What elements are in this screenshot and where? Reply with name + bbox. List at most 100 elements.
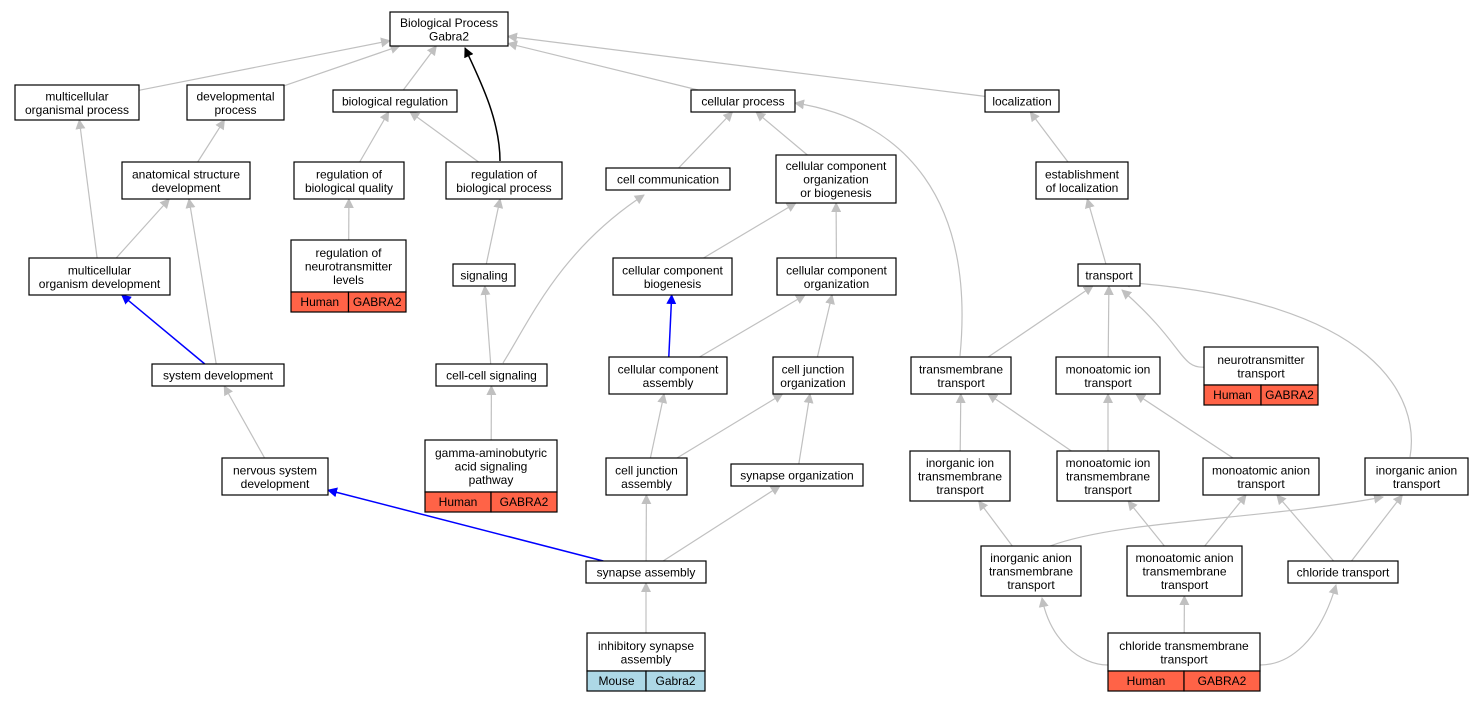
node-box — [910, 356, 1012, 395]
edge-mit-to-tr — [1103, 285, 1114, 358]
node-label-line: monoatomic anion — [1135, 551, 1233, 565]
node-br: biological regulation — [332, 89, 458, 113]
edge-ctt-to-ct — [1259, 584, 1339, 666]
edge-iatt-to-iitt — [978, 500, 1013, 547]
edge-ctt-to-iatt — [1038, 597, 1109, 666]
node-label-line: transport — [937, 376, 985, 390]
node-box — [14, 84, 140, 121]
edge-tmt-to-tr — [987, 285, 1094, 358]
node-box — [1364, 457, 1469, 496]
node-box — [605, 457, 688, 496]
node-label-line: organismal process — [25, 103, 129, 117]
node-label-line: developmental — [196, 89, 274, 103]
node-label-line: inorganic anion — [990, 551, 1071, 565]
edge-iitt-to-tmt — [955, 393, 966, 452]
edge-sa-to-so — [662, 485, 781, 562]
node-box — [1287, 560, 1399, 584]
node-label-line: monoatomic ion — [1066, 362, 1151, 376]
edge-iat-to-tr — [1120, 277, 1412, 458]
gene-cell — [347, 291, 407, 313]
node-label-line: localization — [992, 95, 1051, 109]
node-label-line: inorganic anion — [1376, 463, 1457, 477]
edge-mod-to-asd — [115, 198, 170, 259]
node-label-line: regulation of — [471, 167, 538, 181]
edge-sig-to-rbp — [485, 198, 504, 265]
gene-cell — [490, 491, 558, 513]
node-label-line: cellular component — [786, 159, 887, 173]
node-label-line: transmembrane — [919, 362, 1003, 376]
node-box — [984, 89, 1060, 113]
edge-cja-to-cca — [649, 393, 668, 459]
node-cc: cell communication — [605, 167, 731, 191]
node-label-line: development — [241, 477, 310, 491]
node-sig: signaling — [452, 263, 516, 287]
gene-cell — [1260, 384, 1319, 406]
node-box — [151, 363, 285, 387]
edge-mat-to-mit — [1135, 393, 1234, 459]
node-label-line: cell junction — [615, 463, 678, 477]
node-label-line: biological regulation — [342, 95, 448, 109]
node-label-line: establishment — [1045, 167, 1120, 181]
gene-label: GABRA2 — [500, 495, 549, 509]
node-ct: chloride transport — [1287, 560, 1399, 584]
node-label-line: Gabra2 — [429, 29, 469, 43]
node-box — [585, 560, 707, 584]
edge-eol-to-loc — [1029, 111, 1069, 163]
node-box — [730, 463, 864, 487]
edge-ccs-to-cc — [502, 194, 645, 364]
node-box — [1126, 545, 1243, 597]
node-box — [1077, 263, 1141, 287]
node-label-line: monoatomic anion — [1212, 463, 1310, 477]
edge-ntt-to-tr — [1121, 289, 1207, 368]
node-label-line: regulation of — [315, 246, 382, 260]
gene-cell — [1183, 670, 1261, 692]
node-box — [1056, 450, 1160, 502]
node-box — [445, 161, 563, 200]
node-rnl: regulation ofneurotransmitterlevelsHuman… — [290, 239, 407, 313]
node-loc: localization — [984, 89, 1060, 113]
node-label-line: transmembrane — [1142, 565, 1226, 579]
node-label-line: biological quality — [305, 181, 393, 195]
node-label-line: neurotransmitter — [305, 260, 392, 274]
edge-tr-to-eol — [1084, 198, 1107, 265]
node-label-line: transport — [936, 483, 984, 497]
node-box — [612, 257, 733, 296]
node-label-line: transport — [1237, 477, 1285, 491]
edge-ct-to-mat — [1276, 494, 1335, 562]
node-label-line: transmembrane — [989, 565, 1073, 579]
node-label-line: development — [152, 181, 221, 195]
node-sa: synapse assembly — [585, 560, 707, 584]
edge-matt-to-mat — [1204, 494, 1247, 547]
node-box — [389, 11, 509, 47]
edge-matt-to-mitt — [1127, 500, 1165, 547]
node-box — [186, 84, 285, 121]
edge-iatt-to-iat — [1049, 493, 1384, 547]
node-label-line: organization — [780, 376, 845, 390]
edge-ccs-to-sig — [480, 285, 492, 365]
node-label-line: organization — [804, 277, 869, 291]
node-label-line: biological process — [456, 181, 551, 195]
edge-ct-to-iat — [1351, 494, 1403, 562]
node-box — [909, 450, 1011, 502]
node-label-line: anatomical structure — [132, 167, 240, 181]
node-label-line: cellular process — [701, 95, 784, 109]
node-label-line: cell junction — [782, 362, 845, 376]
gene-label: Gabra2 — [655, 674, 695, 688]
